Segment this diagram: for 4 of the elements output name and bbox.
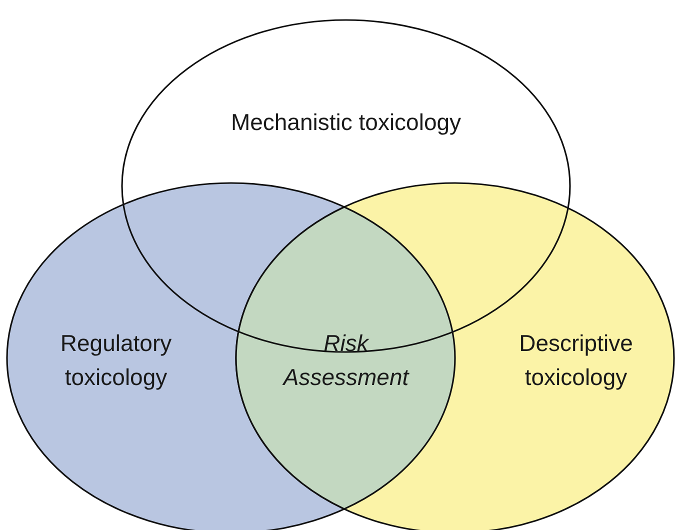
region-label: Descriptive toxicology	[518, 329, 634, 392]
region-label: Regulatory toxicology	[59, 329, 173, 392]
region-label: Risk Assessment	[281, 328, 410, 392]
region-label: Mechanistic toxicology	[230, 108, 462, 137]
